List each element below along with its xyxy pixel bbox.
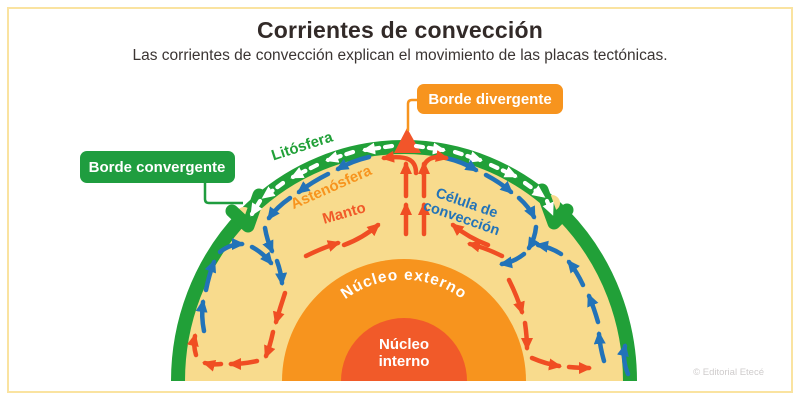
convection-arrow-blue: [566, 259, 586, 288]
plate-arrow: [413, 142, 446, 155]
convection-arrow-blue: [335, 154, 372, 172]
convection-arrow-red: [529, 355, 562, 371]
convection-arrow-blue: [203, 259, 217, 293]
convection-arrow-red: [263, 329, 276, 359]
convection-arrow-blue: [526, 224, 540, 251]
plate-arrow: [290, 162, 320, 180]
convergent-callout-connector: [203, 183, 243, 205]
convergent-badge-box: [80, 151, 235, 183]
plate-arrow: [522, 180, 546, 199]
convection-arrow-red: [341, 222, 381, 248]
convection-arrow-red: [202, 359, 224, 372]
convergent-badge-label: Borde convergente: [89, 159, 226, 176]
page-subtitle: Las corrientes de convección explican el…: [132, 47, 668, 64]
convection-arrow-blue: [274, 258, 288, 286]
convection-arrow-blue: [296, 171, 331, 195]
convection-arrow-red: [506, 277, 525, 315]
convection-arrow-red: [520, 320, 533, 351]
plate-arrow: [261, 180, 286, 200]
plate-arrow: [362, 142, 395, 155]
right-trench-subduction: [535, 183, 574, 230]
label-inner-core-line1: Núcleo: [379, 336, 429, 353]
convection-arrow-blue: [262, 225, 275, 254]
convection-arrow-blue: [499, 251, 527, 269]
convection-arrow-blue: [516, 195, 537, 220]
convection-arrow-blue: [249, 244, 274, 266]
convection-arrow-blue: [195, 299, 208, 334]
convection-arrow-blue: [266, 195, 293, 221]
convection-arrow-red: [186, 333, 199, 358]
page-title: Corrientes de convección: [257, 17, 543, 43]
plate-motion-arrows: [249, 142, 555, 217]
plate-arrow: [249, 198, 263, 217]
label-inner-core-line2: interno: [379, 353, 430, 370]
convection-arrow-red: [303, 240, 341, 259]
plate-arrow: [452, 149, 483, 163]
convection-arrow-red: [381, 150, 419, 176]
convection-arrow-red: [467, 240, 505, 259]
convection-arrow-blue: [217, 238, 245, 255]
convection-arrow-blue: [586, 293, 601, 325]
inner-core-layer: [341, 318, 467, 381]
convection-arrow-red: [450, 222, 491, 248]
divergent-badge-label: Borde divergente: [428, 91, 551, 108]
convection-arrow-blue: [593, 331, 607, 364]
convection-arrow-red: [272, 290, 288, 325]
plate-arrow: [488, 162, 518, 179]
divergent-callout-connector: [406, 98, 419, 131]
convection-arrow-red: [420, 150, 449, 176]
convection-arrows-red: [186, 150, 592, 374]
convection-arrow-red: [228, 357, 260, 370]
convection-arrow-red: [566, 361, 592, 374]
divergent-badge-box: [417, 84, 563, 114]
convergent-boundary-badge: Borde convergente: [80, 151, 235, 183]
credit-text: © Editorial Etecé: [693, 367, 764, 378]
convection-arrow-blue: [483, 172, 514, 195]
plate-arrow: [542, 198, 555, 216]
convection-arrow-blue: [617, 343, 631, 377]
plate-arrow: [325, 149, 356, 163]
convection-arrows-blue: [195, 154, 631, 377]
convection-arrow-blue: [535, 240, 564, 257]
divergent-boundary-badge: Borde divergente: [417, 84, 563, 114]
